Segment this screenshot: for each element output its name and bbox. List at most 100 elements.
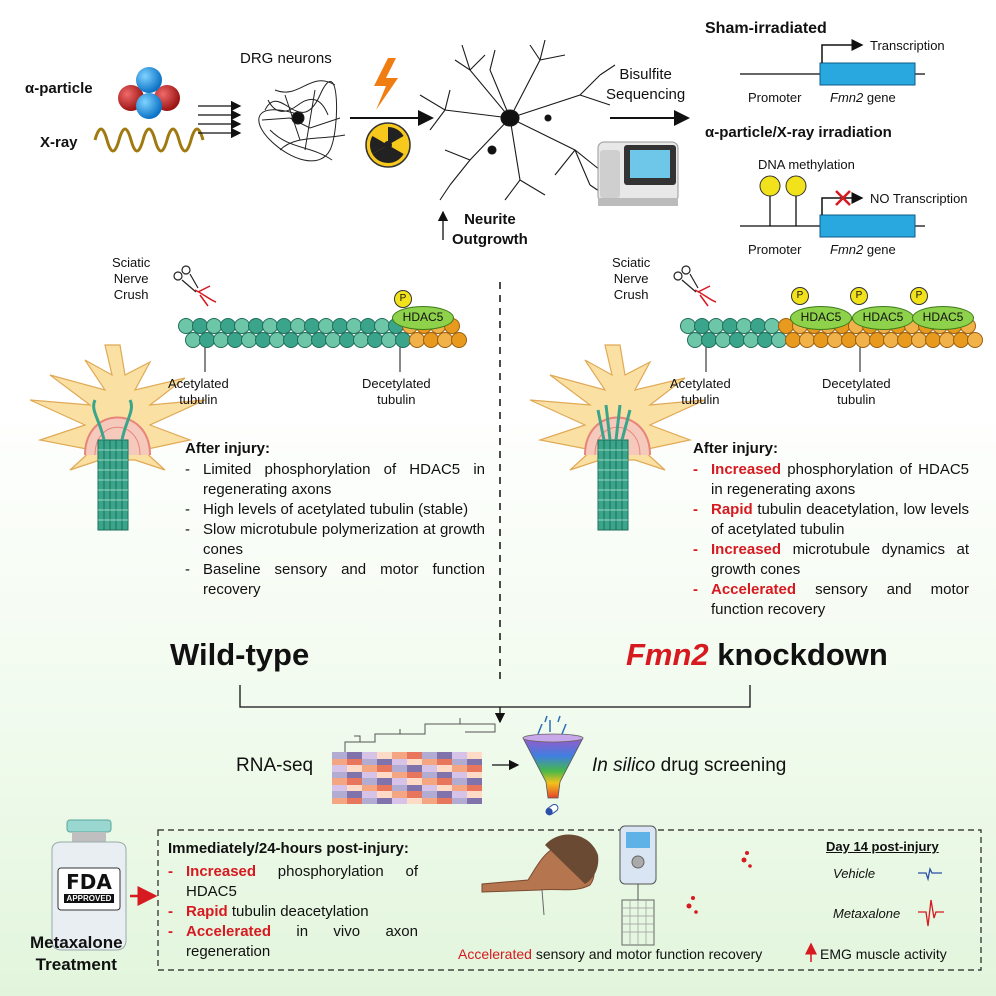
heatmap-cell [422,771,437,778]
gene-label: Fmn2 gene [830,90,896,105]
heatmap-cell [362,752,377,759]
heatmap-cell [332,765,347,772]
heatmap-cell [467,758,482,765]
radiation-icon [365,122,411,168]
heatmap-cell [422,752,437,759]
acetylated-tubulin-label: Acetylated tubulin [670,376,731,407]
tubulin-subunit [451,332,467,348]
rat-leg-image [481,834,599,916]
heatmap-cell [452,771,467,778]
heatmap-cell [347,797,362,804]
post-injury-heading: Immediately/24-hours post-injury: [168,840,409,857]
metaxalone-emg-trace [918,899,944,927]
heatmap-cell [407,797,422,804]
sham-gene-diagram [740,39,925,86]
list-item: -Rapid tubulin deacetylation, low levels… [693,501,969,538]
phosphate-icon: P [394,290,412,308]
scissors-icon [173,265,217,307]
heatmap-cell [332,797,347,804]
heatmap-cell [362,758,377,765]
gene-label: Fmn2 gene [830,242,896,257]
list-item: -High levels of acetylated tubulin (stab… [185,501,469,518]
drg-neurons-label: DRG neurons [240,50,332,67]
heatmap-cell [467,784,482,791]
alpha-particle-icon [118,67,180,119]
heatmap-cell [347,791,362,798]
heatmap-cell [377,784,392,791]
heatmap-cell [362,765,377,772]
heatmap-cell [422,784,437,791]
heatmap-cell [362,778,377,785]
heatmap-cell [422,791,437,798]
no-transcription-label: NO Transcription [870,191,968,206]
list-item: -Limited phosphorylation of HDAC5 in reg… [185,461,485,498]
decetylated-tubulin-label: Decetylated tubulin [362,376,431,407]
hdac5-enzyme: HDAC5 [790,306,852,330]
wildtype-title: Wild-type [170,637,310,672]
hdac5-enzyme: HDAC5 [852,306,914,330]
day14-heading: Day 14 post-injury [826,839,939,854]
knockdown-title: Fmn2 knockdown [626,637,888,672]
heatmap-cell [437,752,452,759]
irradiation-title: α-particle/X-ray irradiation [705,124,892,141]
heatmap-cell [467,778,482,785]
heatmap-cell [377,758,392,765]
drg-neuron-image [258,80,346,162]
vehicle-label: Vehicle [833,866,876,881]
heatmap-cell [422,765,437,772]
after-injury-heading: After injury: [693,440,779,457]
irradiation-arrows [198,100,242,139]
decetylated-tubulin-label: Decetylated tubulin [822,376,891,407]
bisulfite-sequencing-label: Bisulfite Sequencing [606,66,686,103]
heatmap-cell [407,758,422,765]
heatmap-cell [332,758,347,765]
heatmap-cell [377,752,392,759]
rnaseq-heatmap-image [344,718,496,752]
heatmap-cell [437,758,452,765]
heatmap-cell [392,771,407,778]
hdac5-enzyme: HDAC5 [392,306,454,330]
heatmap-cell [392,752,407,759]
tubulin-subunit [967,332,983,348]
sciatic-nerve-crush-label: Sciatic Nerve Crush [112,255,151,302]
heatmap-cell [422,758,437,765]
heatmap-cell [347,771,362,778]
fda-approved-label: FDA APPROVED [60,872,118,903]
sham-irradiated-title: Sham-irradiated [705,20,827,37]
heatmap-cell [467,797,482,804]
drug-funnel-icon [522,715,584,816]
heatmap-cell [437,791,452,798]
cross-icon [835,190,851,206]
heatmap-cell [347,778,362,785]
growth-cone-neuron-image [529,344,706,531]
heatmap-cell [437,778,452,785]
emg-device-image [619,825,657,946]
list-item: -Increased phosphorylation of HDAC5 [168,863,418,900]
heatmap-cell [407,771,422,778]
vehicle-emg-trace [918,867,942,882]
heatmap-cell [392,765,407,772]
recovery-label: Accelerated sensory and motor function r… [458,946,763,962]
list-item: -Accelerated in vivo axon regeneration [168,923,418,960]
heatmap-cell [407,784,422,791]
heatmap-cell [362,771,377,778]
irradiated-gene-diagram [740,175,925,238]
list-item: -Increased microtubule dynamics at growt… [693,541,969,578]
heatmap-cell [422,797,437,804]
metaxalone-label: Metaxalone [833,906,901,921]
neurite-outgrowth-neuron-image [419,39,616,201]
merge-bracket [239,685,751,708]
heatmap-cell [377,771,392,778]
hdac5-enzyme: HDAC5 [912,306,974,330]
transcription-label: Transcription [870,38,945,53]
scissors-icon [673,265,717,307]
heatmap-cell [377,778,392,785]
heatmap-cell [452,765,467,772]
xray-wave-icon [93,127,205,153]
heatmap-cell [362,797,377,804]
lightning-icon [374,58,398,110]
phosphate-icon: P [791,287,809,305]
knockdown-findings-list: -Increased phosphorylation of HDAC5 in r… [693,460,969,620]
heatmap-cell [467,752,482,759]
